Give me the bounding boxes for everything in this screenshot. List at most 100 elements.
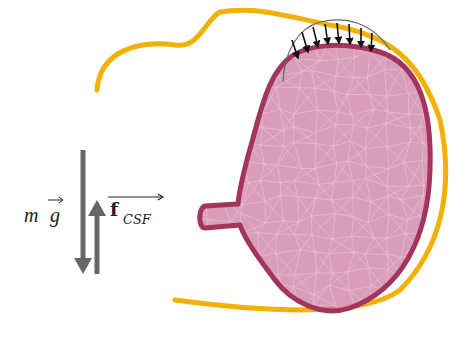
mesh-edge [192, 17, 204, 35]
mesh-edge [221, 91, 222, 111]
mesh-edge [386, 290, 402, 312]
mesh-edge [369, 305, 386, 312]
mesh-edge [212, 145, 227, 159]
mesh-edge [315, 168, 319, 184]
mesh-edge [206, 145, 227, 150]
pressure-arrow [325, 24, 328, 44]
mesh-edge [193, 310, 212, 323]
mesh-edge [283, 221, 298, 223]
mesh-edge [190, 236, 208, 257]
mesh-edge [204, 92, 206, 108]
mesh-edge [314, 285, 329, 295]
mesh-edge [440, 39, 444, 60]
mesh-edge [350, 125, 353, 142]
mesh-edge [365, 148, 367, 166]
mesh-edge [438, 196, 443, 216]
mesh-edge [204, 254, 212, 269]
mesh-edge [316, 144, 337, 164]
mesh-edge [406, 233, 427, 234]
mesh-edge [240, 294, 264, 307]
mesh-edge [337, 161, 348, 163]
mesh-edge [331, 182, 334, 200]
mesh-edge [409, 161, 423, 187]
mesh-edge [402, 290, 411, 303]
mesh-edge [438, 70, 446, 95]
mesh-edge [336, 125, 351, 142]
mesh-edge [190, 88, 205, 109]
mesh-edge [226, 145, 228, 162]
mesh-edge [348, 148, 366, 161]
mesh-edge [189, 124, 206, 150]
mesh-edge [226, 161, 242, 162]
brain-fill [200, 45, 430, 310]
mesh-edge [367, 128, 388, 146]
mesh-edge [225, 24, 239, 36]
mesh-edge [444, 292, 445, 313]
mesh-edge [406, 34, 420, 37]
mesh-edge [227, 306, 241, 329]
mesh-edge [206, 328, 226, 329]
mesh-edge [187, 124, 189, 149]
mesh-edge [353, 57, 355, 77]
mesh-edge [294, 127, 316, 144]
mesh-edge [259, 37, 279, 41]
mesh-edge [401, 269, 425, 276]
mesh-edge [192, 36, 205, 43]
mesh-edge [240, 274, 248, 285]
mesh-edge [259, 41, 260, 54]
mesh-edge [262, 294, 264, 311]
mesh-edge [276, 254, 295, 275]
mesh-edge [207, 220, 230, 222]
mesh-edge [240, 285, 241, 306]
mesh-edge [388, 186, 409, 196]
mesh-edge [329, 252, 354, 253]
mesh-edge [209, 73, 222, 78]
mesh-edge [440, 313, 446, 326]
mesh-edge [401, 277, 403, 290]
mesh-edge [311, 61, 319, 71]
mesh-edge [262, 109, 280, 114]
mesh-edge [441, 165, 446, 178]
mesh-edge [339, 322, 352, 325]
mesh-edge [315, 133, 316, 144]
mesh-edge [354, 78, 370, 95]
mesh-edge [385, 290, 387, 312]
mesh-edge [386, 303, 410, 312]
mesh-edge [387, 214, 389, 238]
mesh-edge [301, 250, 315, 252]
mesh-edge [190, 254, 204, 258]
mesh-edge [365, 238, 374, 254]
mesh-edge [192, 36, 195, 54]
mesh-edge [354, 77, 368, 78]
mesh-edge [423, 186, 424, 195]
mesh-edge [299, 88, 317, 110]
mesh-edge [334, 161, 348, 182]
mesh-edge [426, 58, 440, 60]
mesh-edge [187, 292, 194, 306]
mesh-edge [260, 130, 283, 145]
mesh-edge [299, 87, 315, 88]
mesh-edge [277, 87, 300, 89]
mesh-edge [222, 199, 231, 222]
mesh-edge [205, 35, 226, 43]
mesh-edge [228, 127, 247, 131]
mesh-edge [352, 236, 374, 238]
mesh-edge [206, 150, 211, 159]
mesh-edge [329, 236, 352, 253]
mesh-edge [205, 108, 221, 111]
mesh-edge [240, 306, 244, 324]
mesh-edge [212, 251, 225, 269]
mesh-edge [426, 39, 444, 58]
mesh-edge [404, 142, 410, 162]
mesh-edge [366, 169, 389, 179]
mesh-edge [222, 78, 244, 79]
mesh-edge [386, 238, 388, 254]
mesh-edge [187, 129, 212, 149]
mesh-edge [209, 269, 212, 289]
mesh-edge [225, 20, 239, 24]
mesh-edge [284, 114, 294, 130]
force-symbol: f [110, 200, 118, 219]
mesh-edge [204, 254, 224, 271]
mesh-edge [371, 202, 389, 215]
mesh-edge [294, 181, 319, 185]
